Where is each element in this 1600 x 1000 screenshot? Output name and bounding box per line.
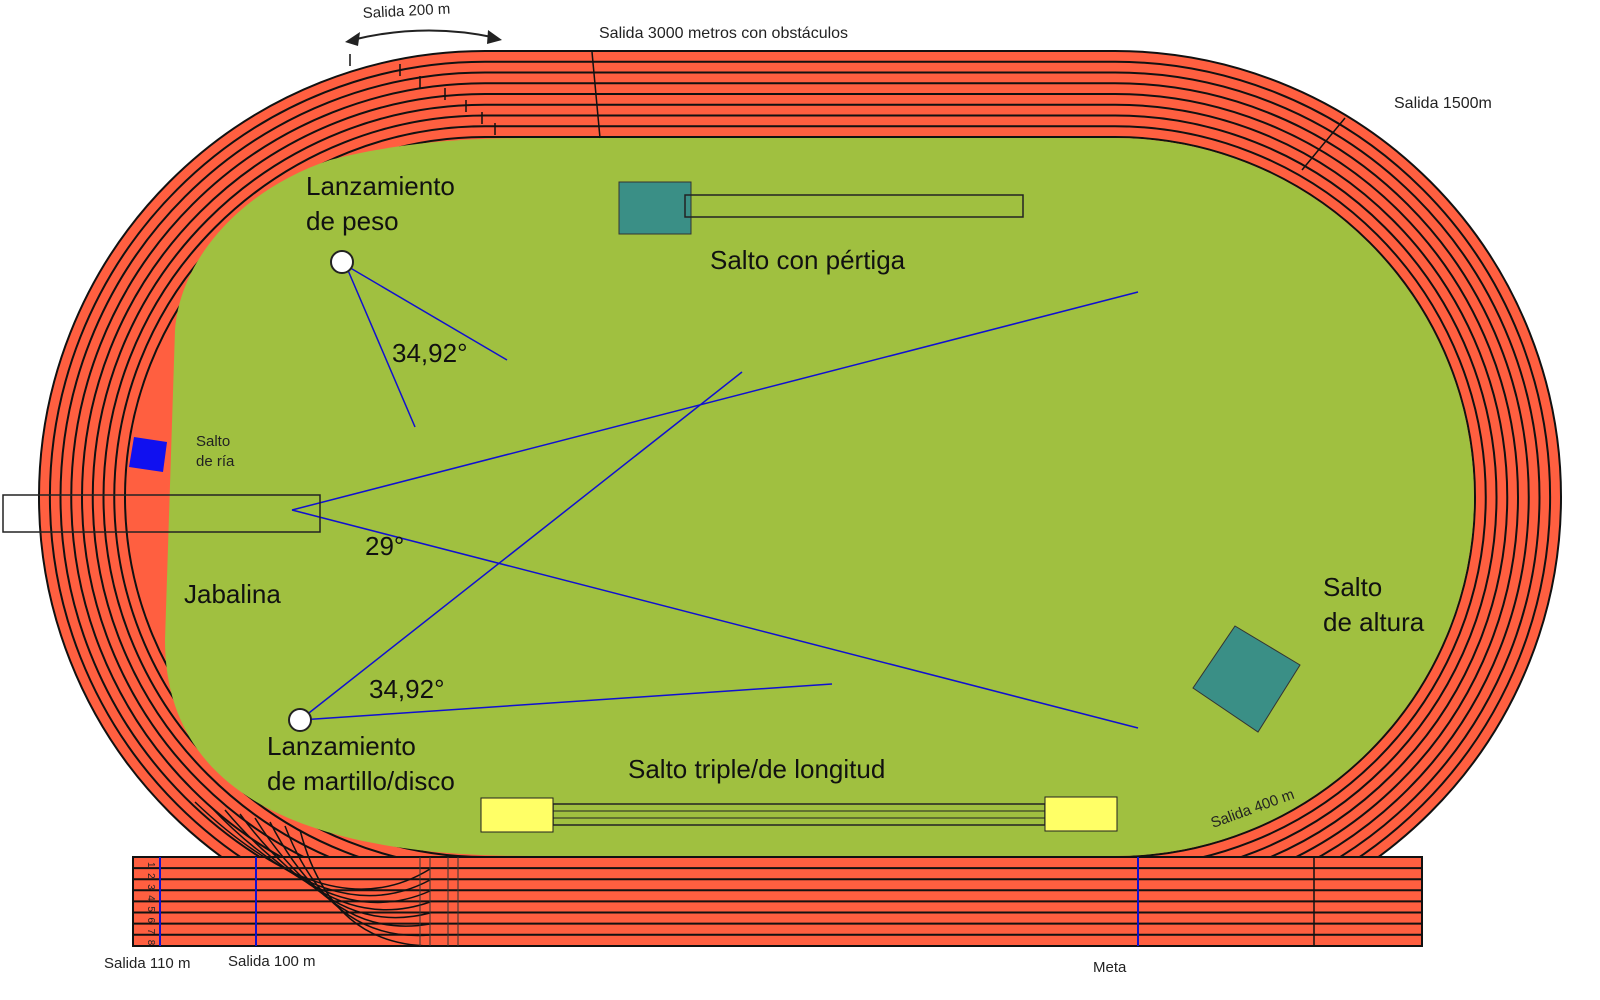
label-javelin: Jabalina [184, 579, 281, 609]
javelin-sector-line [291, 509, 1139, 729]
hammer-sector-line [299, 371, 743, 721]
label-triple-jump: Salto triple/de longitud [628, 754, 885, 784]
javelin-sector-line [291, 291, 1139, 511]
hammer-circle [288, 708, 312, 732]
shot-put-sector-line [346, 265, 508, 361]
label-salida-1500: Salida 1500m [1394, 95, 1492, 112]
start-200-arrow [351, 29, 498, 41]
label-shot-put: Lanzamiento [306, 171, 455, 201]
high-jump-area [1192, 625, 1301, 733]
bottom-straight [132, 801, 1423, 947]
curve-line [224, 809, 431, 904]
label-meta: Meta [1093, 959, 1127, 976]
curve-line [284, 825, 431, 937]
label-shot-put-angle: 34,92° [392, 338, 467, 368]
shot-put-circle [330, 250, 354, 274]
lane-number: 4 [145, 895, 156, 901]
label-pole-vault: Salto con pértiga [710, 245, 906, 275]
start-1500-line [1301, 117, 1346, 171]
long-jump-pit [1044, 796, 1118, 832]
lane-number: 3 [145, 884, 156, 890]
water-jump [129, 437, 167, 472]
curve-line [209, 805, 431, 897]
label-high-jump: Salto [1323, 572, 1382, 602]
lane-number: 8 [145, 940, 156, 946]
lane-number: 1 [145, 862, 156, 868]
infield [165, 138, 1474, 856]
label-salida-3000: Salida 3000 metros con obstáculos [599, 25, 848, 42]
curve-line [194, 801, 431, 890]
lane-number: 6 [145, 918, 156, 924]
lane-number: 5 [145, 906, 156, 912]
arrow-head-icon [487, 30, 502, 44]
arrow-head-icon [345, 32, 360, 46]
label-high-jump-2: de altura [1323, 607, 1425, 637]
label-salida-200: Salida 200 m [362, 0, 450, 22]
pole-vault-pit [618, 181, 692, 235]
curve-line [239, 813, 431, 911]
long-jump-pit [480, 797, 554, 833]
start-3000-line [591, 51, 601, 139]
label-hammer-2: de martillo/disco [267, 766, 455, 796]
label-water-jump-2: de ría [196, 453, 235, 470]
label-hammer-angle: 34,92° [369, 674, 444, 704]
label-water-jump: Salto [196, 433, 230, 450]
javelin-runway [2, 494, 321, 533]
curve-line [254, 817, 431, 919]
label-hammer: Lanzamiento [267, 731, 416, 761]
shot-put-sector-line [346, 267, 416, 428]
pole-vault-runway [684, 194, 1024, 218]
hammer-sector-line [299, 683, 833, 721]
label-salida-100: Salida 100 m [228, 953, 316, 970]
label-salida-110: Salida 110 m [104, 955, 190, 972]
lane-number: 7 [145, 929, 156, 935]
curve-line [269, 821, 431, 927]
label-javelin-angle: 29° [365, 531, 404, 561]
oval-track [38, 50, 1562, 944]
lane-number: 2 [145, 873, 156, 879]
label-shot-put-2: de peso [306, 206, 399, 236]
curve-line [299, 829, 431, 947]
